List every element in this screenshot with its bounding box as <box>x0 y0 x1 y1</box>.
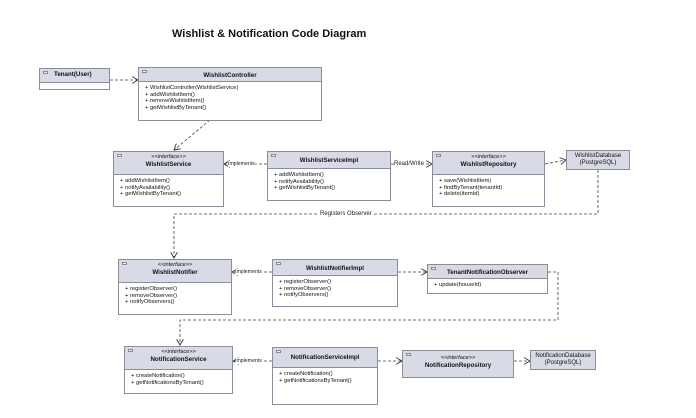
method-item: + removeObserver() <box>125 292 178 299</box>
notification-service-methods: + createNotification() + getNotification… <box>125 370 232 389</box>
tenant-notification-observer-name: TenantNotificationObserver <box>446 269 529 276</box>
method-item: + removeObserver() <box>279 285 332 292</box>
notification-database-type: (PostgreSQL) <box>544 360 582 366</box>
edge-label-read-write: Read/Write <box>394 161 424 167</box>
wishlist-controller-methods: + WishlistController(WishlistService) + … <box>139 82 321 114</box>
tenant-notification-observer-methods: + update(houseId) <box>428 279 547 292</box>
interface-icon <box>122 262 127 265</box>
tenant-user-name: Tenant(User) <box>54 71 92 78</box>
notification-database-name: NotificationDatabase <box>535 353 591 359</box>
method-item: + removeWishlistItem() <box>145 98 205 105</box>
method-item: + getNotificationsByTenant() <box>279 377 352 384</box>
method-item: + addWishlistItem() <box>274 172 324 178</box>
wishlist-database-name: WishlistDatabase <box>574 153 622 159</box>
interface-icon <box>406 353 411 356</box>
notification-repository-box: <<interface>> NotificationRepository <box>402 350 514 378</box>
diagram-title: Wishlist & Notification Code Diagram <box>172 28 367 40</box>
class-icon <box>276 262 281 265</box>
wishlist-repository-box: <<interface>> WishlistRepository + save(… <box>432 151 545 207</box>
method-item: + registerObserver() <box>279 279 332 285</box>
class-icon <box>276 350 281 353</box>
method-item: + createNotification() <box>279 371 333 377</box>
wishlist-notifier-impl-name: WishlistNotifierImpl <box>305 265 365 272</box>
class-icon <box>271 154 276 157</box>
class-icon <box>43 71 48 74</box>
interface-icon <box>117 154 122 157</box>
method-item: + notifyObservers() <box>125 299 175 306</box>
class-icon <box>142 70 147 73</box>
method-item: + save(WishlistItem) <box>439 178 492 184</box>
wishlist-service-impl-box: WishlistServiceImpl + addWishlistItem() … <box>267 151 391 201</box>
method-item: + notifyAvailability() <box>274 178 324 185</box>
wishlist-notifier-stereotype: <<interface>> <box>157 262 193 268</box>
method-item: + createNotification() <box>131 373 185 379</box>
wishlist-notifier-name: WishlistNotifier <box>152 269 198 276</box>
method-item: + getWishlistByTenant() <box>145 104 207 111</box>
wishlist-service-header: <<interface>> WishlistService <box>114 152 223 175</box>
tenant-user-header: Tenant(User) <box>40 69 109 83</box>
method-item: + addWishlistItem() <box>120 178 170 184</box>
tenant-notification-observer-box: TenantNotificationObserver + update(hous… <box>427 264 548 294</box>
wishlist-database-node: WishlistDatabase (PostgreSQL) <box>566 150 630 170</box>
notification-service-name: NotificationService <box>150 356 207 363</box>
method-item: + notifyAvailability() <box>120 184 170 191</box>
wishlist-database-type: (PostgreSQL) <box>579 160 617 166</box>
wishlist-repository-header: <<interface>> WishlistRepository <box>433 152 544 175</box>
notification-service-box: <<interface>> NotificationService + crea… <box>124 346 233 394</box>
wishlist-notifier-methods: + registerObserver() + removeObserver() … <box>119 283 231 309</box>
method-item: + WishlistController(WishlistService) <box>145 85 239 91</box>
wishlist-repository-name: WishlistRepository <box>460 161 517 168</box>
wishlist-controller-header: WishlistController <box>139 68 321 82</box>
notification-repository-name: NotificationRepository <box>424 362 492 369</box>
edge-controller-service <box>174 119 211 150</box>
wishlist-controller-box: WishlistController + WishlistController(… <box>138 67 322 121</box>
notification-repository-stereotype: <<interface>> <box>440 355 476 361</box>
interface-icon <box>128 349 133 352</box>
wishlist-notifier-impl-methods: + registerObserver() + removeObserver() … <box>273 276 397 302</box>
wishlist-repository-stereotype: <<interface>> <box>471 154 506 160</box>
notification-database-node: NotificationDatabase (PostgreSQL) <box>530 350 596 370</box>
method-item: + update(houseId) <box>434 282 482 288</box>
wishlist-service-stereotype: <<interface>> <box>151 154 186 160</box>
wishlist-service-impl-name: WishlistServiceImpl <box>299 157 359 164</box>
notification-service-stereotype: <<interface>> <box>161 349 196 355</box>
wishlist-notifier-impl-header: WishlistNotifierImpl <box>273 260 397 276</box>
wishlist-controller-name: WishlistController <box>203 72 257 79</box>
notification-service-impl-header: NotificationServiceImpl <box>273 348 377 368</box>
method-item: + getNotificationsByTenant() <box>131 379 204 386</box>
edge-label-implements: Implements <box>235 269 262 275</box>
wishlist-notifier-box: <<interface>> WishlistNotifier + registe… <box>118 259 232 315</box>
method-item: + delete(itemId) <box>439 191 480 198</box>
method-item: + getWishlistByTenant() <box>120 191 182 198</box>
wishlist-notifier-header: <<interface>> WishlistNotifier <box>119 260 231 283</box>
tenant-notification-observer-header: TenantNotificationObserver <box>428 265 547 279</box>
method-item: + addWishlistItem() <box>145 91 195 98</box>
edge-label-registers-observer: Registers Observer <box>318 211 374 217</box>
wishlist-service-impl-header: WishlistServiceImpl <box>268 152 390 169</box>
edge-repository-database <box>544 160 566 164</box>
notification-repository-header: <<interface>> NotificationRepository <box>403 351 513 377</box>
notification-service-impl-methods: + createNotification() + getNotification… <box>273 368 377 387</box>
edge-registers-observer <box>174 170 599 258</box>
interface-icon <box>436 154 441 157</box>
wishlist-notifier-impl-box: WishlistNotifierImpl + registerObserver(… <box>272 259 398 307</box>
notification-service-impl-name: NotificationServiceImpl <box>290 354 360 361</box>
edge-label-implements: Implements <box>235 358 262 364</box>
wishlist-service-methods: + addWishlistItem() + notifyAvailability… <box>114 175 223 201</box>
notification-service-impl-box: NotificationServiceImpl + createNotifica… <box>272 347 378 405</box>
wishlist-repository-methods: + save(WishlistItem) + findByTenant(tena… <box>433 175 544 201</box>
notification-service-header: <<interface>> NotificationService <box>125 347 232 370</box>
tenant-user-box: Tenant(User) <box>39 68 110 90</box>
edge-observer-notifservice <box>180 271 559 345</box>
wishlist-service-name: WishlistService <box>145 161 192 168</box>
method-item: + findByTenant(tenantId) <box>439 184 503 191</box>
wishlist-service-box: <<interface>> WishlistService + addWishl… <box>113 151 224 207</box>
class-icon <box>431 267 436 270</box>
method-item: + registerObserver() <box>125 286 178 292</box>
wishlist-service-impl-methods: + addWishlistItem() + notifyAvailability… <box>268 169 390 195</box>
method-item: + notifyObservers() <box>279 292 329 299</box>
edge-label-implements: Implements <box>228 161 255 167</box>
method-item: + getWishlistByTenant() <box>274 185 336 192</box>
